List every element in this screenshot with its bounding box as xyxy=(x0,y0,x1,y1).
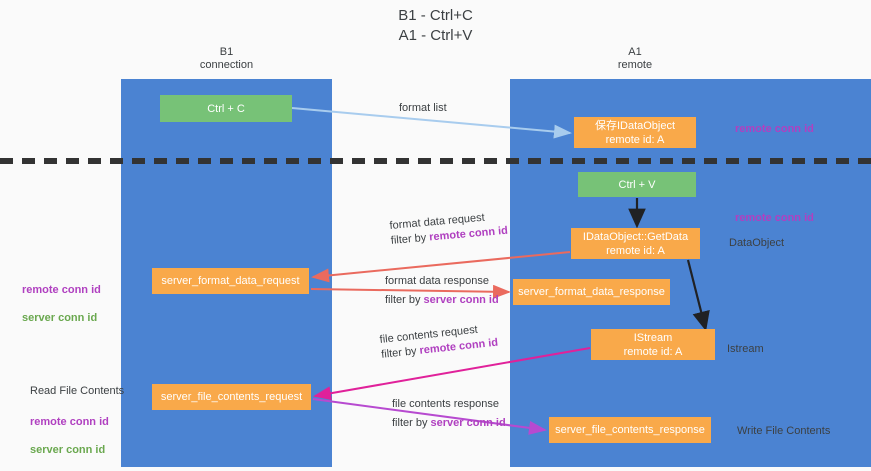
annotation-server-conn-id-left: server conn id xyxy=(22,312,98,324)
column-header-a1: A1 remote xyxy=(617,46,653,71)
box-idataobject-getdata[interactable]: IDataObject::GetData remote id: A xyxy=(571,228,700,259)
box-istream-label: IStream remote id: A xyxy=(623,331,683,358)
box-server-format-data-response[interactable]: server_format_data_response xyxy=(513,279,670,305)
box-server-file-contents-request[interactable]: server_file_contents_request xyxy=(152,384,311,410)
edge-label-format-data-request: format data request filter by remote con… xyxy=(389,209,509,249)
box-server-file-contents-response[interactable]: server_file_contents_response xyxy=(549,417,711,443)
annotation-read-file-contents: Read File Contents xyxy=(30,385,125,397)
annotation-left-conn-ids-bottom: remote conn id server conn id xyxy=(30,401,109,471)
edge-label-format-data-response-text: format data response xyxy=(385,275,489,287)
filter-prefix: filter by xyxy=(390,231,430,247)
edge-label-format-data-response: format data response filter by server co… xyxy=(385,274,499,308)
edge-label-file-contents-response-text: file contents response xyxy=(392,398,500,410)
box-server-format-data-request[interactable]: server_format_data_request xyxy=(152,268,309,294)
box-ctrl-v[interactable]: Ctrl + V xyxy=(578,172,696,197)
filter-key-server-conn-id: server conn id xyxy=(423,294,499,306)
edge-label-format-list: format list xyxy=(399,101,447,116)
annotation-remote-conn-id-left: remote conn id xyxy=(22,284,101,296)
edge-label-format-list-text: format list xyxy=(399,102,447,114)
annotation-istream: Istream xyxy=(727,343,764,355)
filter-prefix: filter by xyxy=(380,344,421,361)
annotation-server-conn-id-left-bottom: server conn id xyxy=(30,444,106,456)
box-server-file-contents-response-label: server_file_contents_response xyxy=(555,424,705,436)
annotation-dataobject: DataObject xyxy=(729,237,785,249)
box-ctrl-c-label: Ctrl + C xyxy=(207,102,245,115)
annotation-remote-conn-id-top: remote conn id xyxy=(735,123,814,135)
box-server-format-data-response-label: server_format_data_response xyxy=(518,286,665,298)
phase-divider-dashed-line xyxy=(0,158,871,164)
box-server-format-data-request-label: server_format_data_request xyxy=(161,275,300,287)
box-ctrl-v-label: Ctrl + V xyxy=(618,178,656,191)
box-save-idataobject[interactable]: 保存IDataObject remote id: A xyxy=(574,117,696,148)
box-server-file-contents-request-label: server_file_contents_request xyxy=(160,391,303,403)
edge-label-file-contents-response-filter: filter by server conn id xyxy=(392,416,506,431)
filter-key-server-conn-id: server conn id xyxy=(430,417,506,429)
filter-prefix: filter by xyxy=(392,417,431,429)
annotation-remote-conn-id-left-bottom: remote conn id xyxy=(30,416,109,428)
column-header-b1: B1 connection xyxy=(199,46,254,71)
edge-label-file-contents-request: file contents request filter by remote c… xyxy=(379,321,499,363)
box-ctrl-c[interactable]: Ctrl + C xyxy=(160,95,292,122)
edge-label-format-data-response-filter: filter by server conn id xyxy=(385,293,499,308)
filter-prefix: filter by xyxy=(385,294,424,306)
box-save-idataobject-label: 保存IDataObject remote id: A xyxy=(594,119,676,146)
edge-label-file-contents-response: file contents response filter by server … xyxy=(392,397,506,431)
box-idataobject-getdata-label: IDataObject::GetData remote id: A xyxy=(582,230,689,257)
annotation-remote-conn-id-mid: remote conn id xyxy=(735,212,814,224)
annotation-write-file-contents: Write File Contents xyxy=(737,425,831,437)
annotation-left-conn-ids-mid: remote conn id server conn id xyxy=(22,269,101,339)
diagram-title: B1 - Ctrl+C A1 - Ctrl+V xyxy=(398,7,473,44)
box-istream[interactable]: IStream remote id: A xyxy=(591,329,715,360)
